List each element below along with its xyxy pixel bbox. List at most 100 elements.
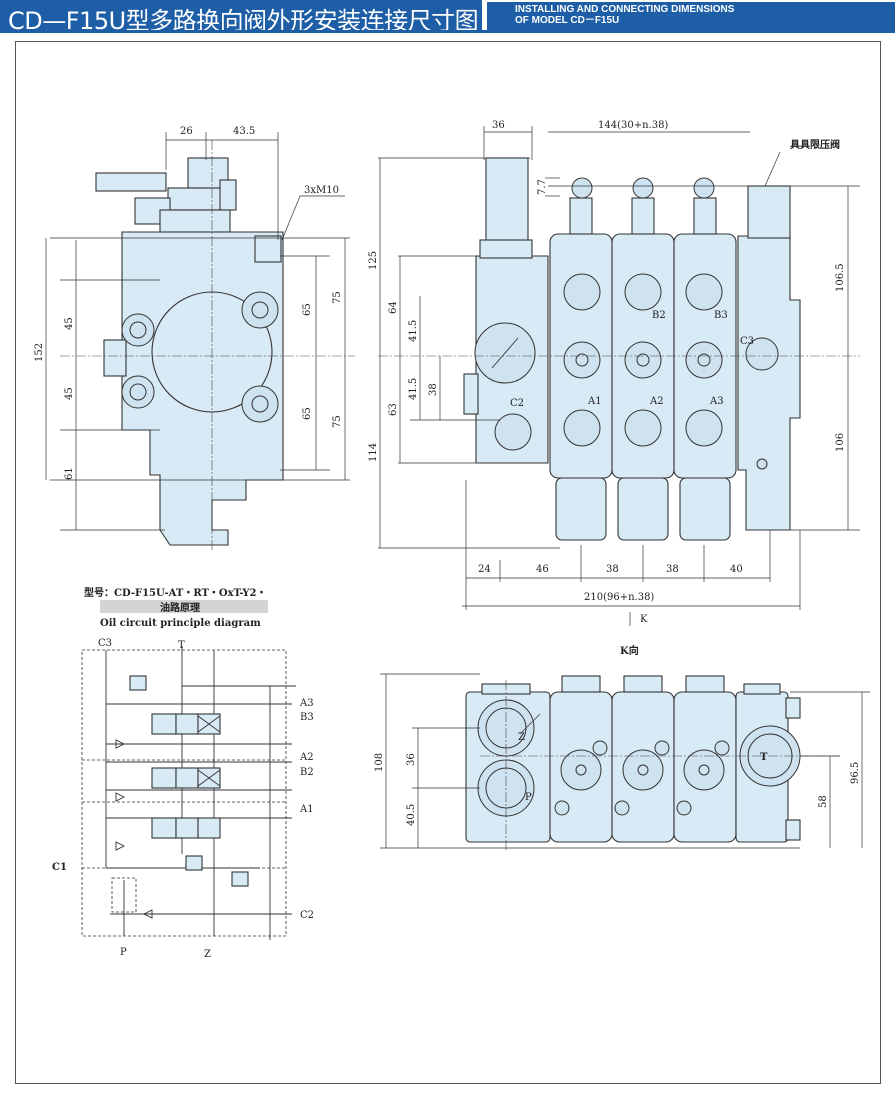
circuit-label-c3: C3 [98,638,112,649]
front-dim-106-5: 106.5 [835,263,846,292]
side-dim-75-top: 75 [332,291,343,304]
k-dim-58: 58 [818,795,829,808]
circuit-diagram: 型号：CD-F15U-AT・RT・OxT-Y2・ 油路原理 Oil circui… [52,586,314,960]
side-port-1-inner [129,321,147,339]
spool-valve-2 [151,767,221,789]
side-dim-thread: 3xM10 [304,185,339,196]
port-a3: A3 [709,396,724,407]
k-view: K向 [374,644,870,850]
k-dim-96-5: 96.5 [850,762,861,784]
front-dim-36: 36 [492,120,505,131]
front-dim-24: 24 [478,564,491,575]
port-a1: A1 [587,396,602,407]
side-left-boss [103,339,127,377]
side-dim-45-top: 45 [64,317,75,330]
port-b3: B3 [714,310,728,321]
front-port-c3 [745,337,779,371]
title-strip: CD—F15U型多路换向阀外形安装连接尺寸图 [0,0,482,35]
drawing-frame [15,41,881,1084]
spool-valve-3 [151,713,221,735]
side-m10-boss [254,235,282,263]
front-dim-106: 106 [835,433,846,452]
front-outlet-relief [747,185,791,239]
front-dim-63: 63 [388,403,399,416]
circuit-label-c1: C1 [52,862,67,873]
front-dim-41-5-bottom: 41.5 [408,378,419,400]
relief-valve-c2 [231,871,249,887]
k-label-p: P [525,792,532,803]
front-section-2 [611,177,675,541]
side-dim-26: 26 [180,126,193,137]
port-a2: A2 [649,396,664,407]
port-c3: C3 [740,336,754,347]
circuit-label-z: Z [204,949,211,960]
front-port-c2 [494,413,532,451]
title-en-line1: INSTALLING AND CONNECTING DIMENSIONS [515,4,735,15]
front-dim-125: 125 [368,251,379,270]
front-dim-210: 210(96+n.38) [584,592,654,603]
circuit-label-a3: A3 [299,698,314,709]
circuit-label-b2: B2 [300,767,314,778]
circuit-title-en: Oil circuit principle diagram [100,618,261,629]
relief-valve-c3 [129,675,147,691]
side-neck [159,209,231,233]
page-title-english: INSTALLING AND CONNECTING DIMENSIONS OF … [487,2,895,30]
side-top-nut [167,187,229,211]
circuit-label-c2: C2 [300,910,314,921]
relief-valve-main [185,855,203,871]
circuit-boundary [81,649,287,937]
view-arrow-k: K [640,614,648,625]
circuit-label-a1: A1 [299,804,314,815]
side-dim-152: 152 [34,343,45,362]
side-port-2-inner [129,383,147,401]
circuit-label-b3: B3 [300,712,314,723]
circuit-title-cn: 油路原理 [160,601,200,614]
k-view-title: K向 [620,644,639,657]
k-dim-36: 36 [406,753,417,766]
side-dim-65-top: 65 [302,303,313,316]
side-port-4-inner [251,395,269,413]
side-cap [219,179,237,211]
side-view: 26 43.5 3xM10 152 45 45 61 65 65 75 75 [34,126,355,550]
port-c2: C2 [510,398,524,409]
spool-valve-1 [151,817,221,839]
k-label-z: Z [518,732,525,743]
front-dim-46: 46 [536,564,549,575]
front-dim-38-a: 38 [606,564,619,575]
title-en-line2: OF MODEL CD－F15U [515,15,620,26]
model-label: 型号：CD-F15U-AT・RT・OxT-Y2・ [84,586,267,599]
side-dim-61: 61 [64,467,75,480]
circuit-label-t: T [178,640,185,651]
front-dim-64: 64 [388,301,399,314]
front-dim-114: 114 [368,443,379,462]
front-dim-38: 38 [428,383,439,396]
front-section-3 [673,177,737,541]
front-dim-40: 40 [730,564,743,575]
front-outlet-block [737,235,801,531]
circuit-label-a2: A2 [299,752,314,763]
circuit-label-p: P [120,947,127,958]
front-inlet-nut [479,239,533,259]
title-bar: CD—F15U型多路换向阀外形安装连接尺寸图 INSTALLING AND CO… [0,0,895,35]
front-dim-7-7: 7.7 [537,179,548,195]
side-dim-43-5: 43.5 [233,126,255,137]
side-dim-45-bottom: 45 [64,387,75,400]
front-inlet-stub [463,373,479,415]
side-port-3-inner [251,301,269,319]
relief-valve-label: 具具限压阀 [789,138,840,151]
front-view: 36 144(30+n.38) 7.7 具具限压阀 125 114 64 63 … [368,120,860,626]
front-dim-144: 144(30+n.38) [598,120,668,131]
k-dim-108: 108 [374,753,385,772]
k-dim-40-5: 40.5 [406,804,417,826]
circuit-title-bar [100,600,268,613]
front-dim-41-5-top: 41.5 [408,320,419,342]
side-dim-65-bottom: 65 [302,407,313,420]
title-underline [0,30,895,33]
front-section-1 [549,177,613,541]
k-section-1 [549,675,613,843]
front-dim-38-b: 38 [666,564,679,575]
side-lever [95,172,167,192]
side-dim-75-bottom: 75 [332,415,343,428]
k-section-3 [673,675,737,843]
